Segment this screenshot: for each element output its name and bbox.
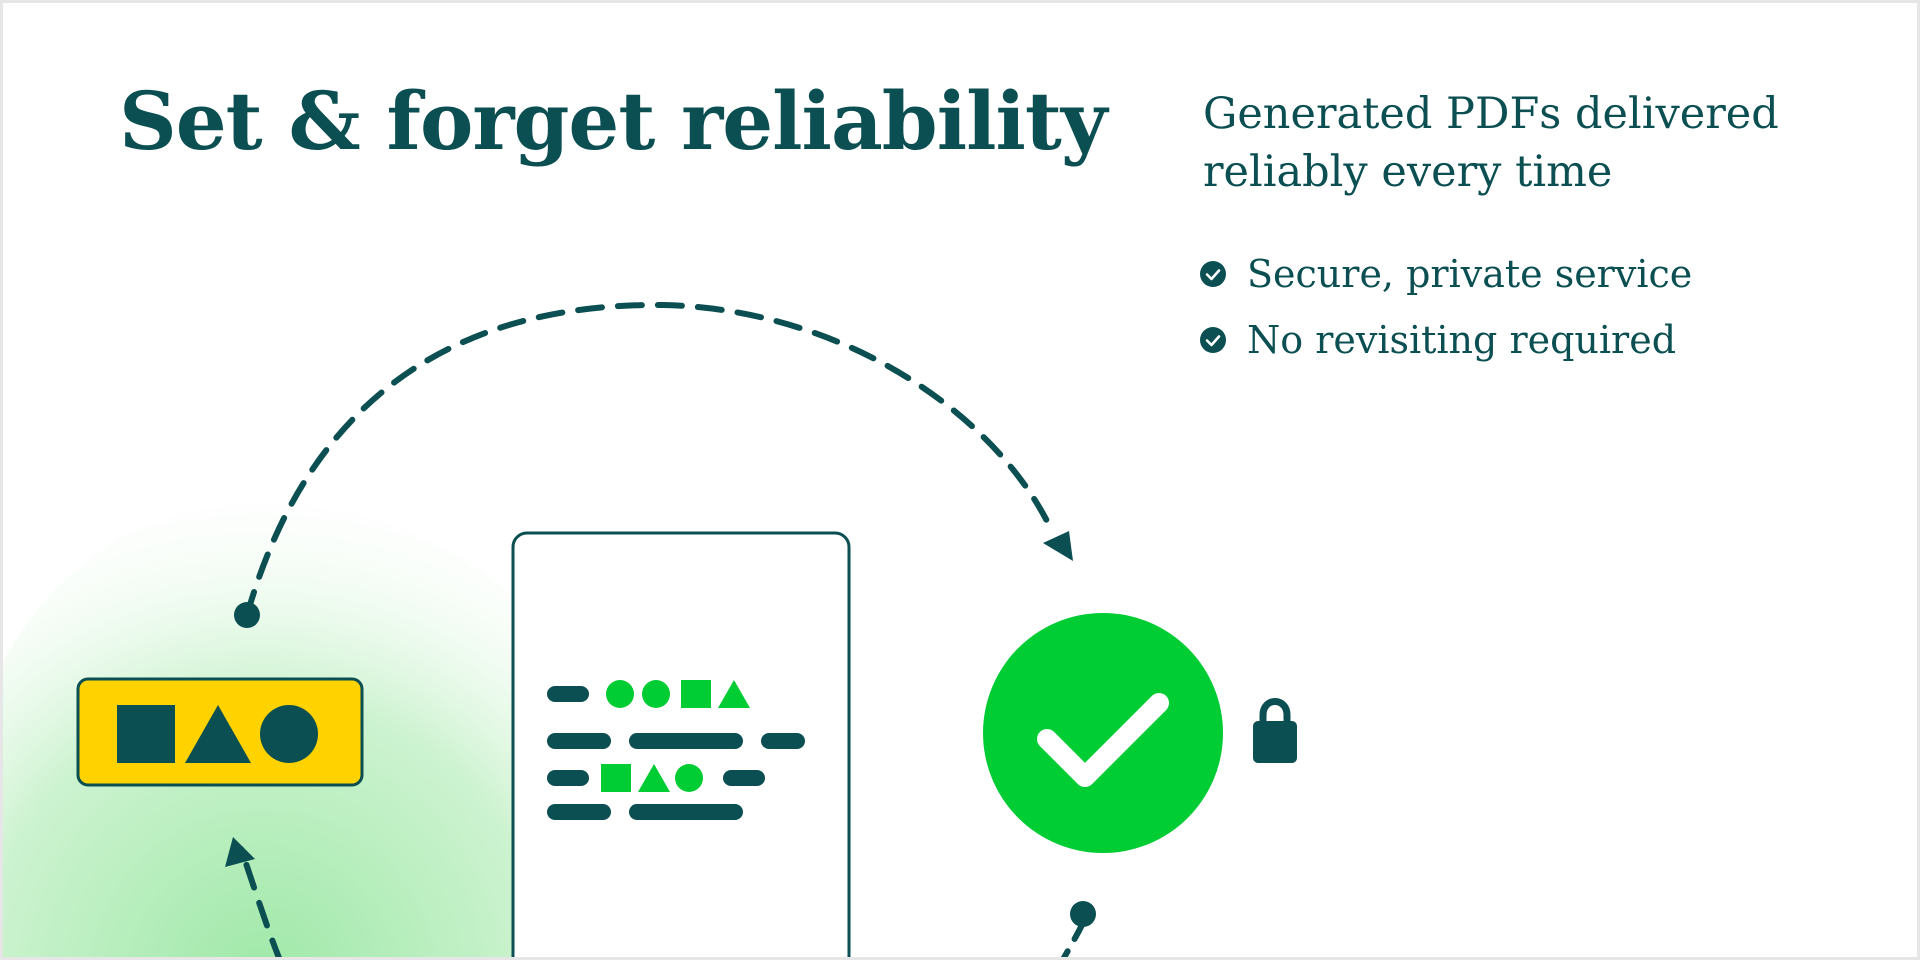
check-circle-icon — [1200, 261, 1226, 287]
arc-end-dot — [1070, 901, 1096, 927]
dashed-arc-bottom-left — [238, 846, 282, 957]
dashed-arc-top — [244, 301, 1052, 618]
arc-arrowhead-icon — [1043, 531, 1073, 561]
document-icon — [511, 531, 851, 957]
feature-list: Secure, private service No revisiting re… — [1199, 241, 1692, 373]
page-title: Set & forget reliability — [119, 74, 1107, 168]
feature-label: Secure, private service — [1247, 252, 1693, 296]
arc-start-dot — [234, 602, 260, 628]
dashed-arc-bottom-right — [1060, 920, 1086, 957]
workflow-illustration — [3, 301, 1297, 957]
feature-label: No revisiting required — [1247, 318, 1677, 362]
feature-item: No revisiting required — [1199, 307, 1692, 373]
page-subtitle: Generated PDFs delivered reliably every … — [1203, 89, 1779, 197]
check-circle-icon — [1200, 327, 1226, 353]
shapes-icon — [76, 677, 364, 787]
success-check-icon — [983, 613, 1223, 853]
arc-arrowhead-up-icon — [225, 837, 255, 867]
feature-item: Secure, private service — [1199, 241, 1692, 307]
lock-icon — [1253, 698, 1297, 763]
